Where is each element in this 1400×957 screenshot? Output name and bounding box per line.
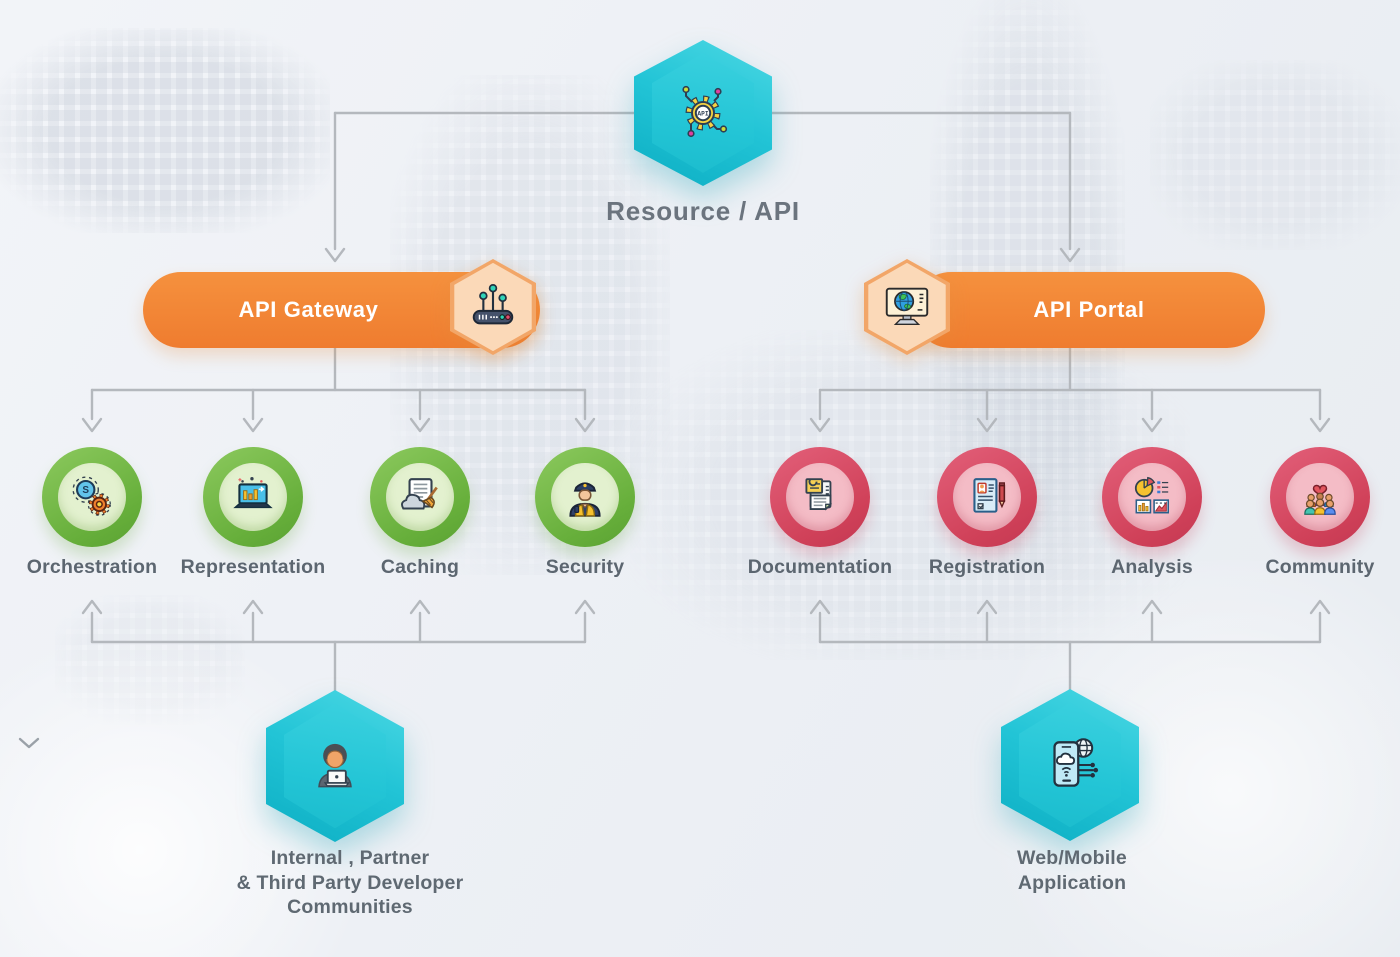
label-registration: Registration <box>928 556 1046 578</box>
label-community: Community <box>1265 556 1375 578</box>
gateway-hex-badge <box>450 259 536 355</box>
api-gateway-label: API Gateway <box>238 297 379 322</box>
node-community <box>1270 447 1370 547</box>
node-caching <box>370 447 470 547</box>
router-icon <box>472 283 514 325</box>
monitor-globe-icon <box>885 287 929 326</box>
label-line: Web/Mobile <box>1017 847 1127 869</box>
node-representation <box>203 447 303 547</box>
web-mobile-label: Web/Mobile Application <box>952 846 1192 895</box>
gateway-upstream <box>81 599 596 705</box>
developer-communities-label: Internal , Partner & Third Party Develop… <box>200 846 500 920</box>
resource-api-label: Resource / API <box>606 196 800 226</box>
gears-icon: S <box>72 476 111 516</box>
gateway-branch <box>81 346 596 433</box>
developer-laptop-icon <box>318 743 352 788</box>
resource-api-node: API <box>634 40 772 186</box>
label-orchestration: Orchestration <box>26 556 158 578</box>
node-security <box>535 447 635 547</box>
api-portal-pill: API Portal <box>913 272 1265 348</box>
label-documentation: Documentation <box>747 556 893 578</box>
svg-text:S: S <box>82 485 89 496</box>
mobile-cloud-icon <box>1053 738 1099 787</box>
node-registration <box>937 447 1037 547</box>
api-portal-label: API Portal <box>1033 297 1145 322</box>
portal-upstream <box>809 599 1331 705</box>
label-analysis: Analysis <box>1111 556 1193 578</box>
chevron-down-icon[interactable] <box>14 731 44 755</box>
node-orchestration: S <box>42 447 142 547</box>
form-pencil-icon <box>973 478 1006 513</box>
label-line: Communities <box>287 896 413 918</box>
api-gear-icon: API <box>682 85 728 138</box>
node-documentation <box>770 447 870 547</box>
document-broom-icon <box>401 478 438 510</box>
label-security: Security <box>545 556 625 578</box>
svg-text:API: API <box>697 110 708 117</box>
people-heart-icon <box>1304 484 1336 515</box>
label-representation: Representation <box>180 556 326 578</box>
label-line: Application <box>1017 871 1127 894</box>
portal-hex-badge <box>864 259 950 355</box>
laptop-chart-icon <box>233 477 273 509</box>
label-line: Internal , Partner <box>270 847 430 869</box>
label-line: & Third Party Developer <box>236 871 464 894</box>
security-guard-icon <box>569 482 601 517</box>
documents-note-icon <box>805 478 833 511</box>
charts-icon <box>1134 476 1169 514</box>
portal-branch <box>809 346 1331 433</box>
circle-disc <box>1118 463 1186 531</box>
developer-communities-node <box>266 690 404 842</box>
label-caching: Caching <box>380 556 460 578</box>
web-mobile-node <box>1001 689 1139 841</box>
node-analysis <box>1102 447 1202 547</box>
